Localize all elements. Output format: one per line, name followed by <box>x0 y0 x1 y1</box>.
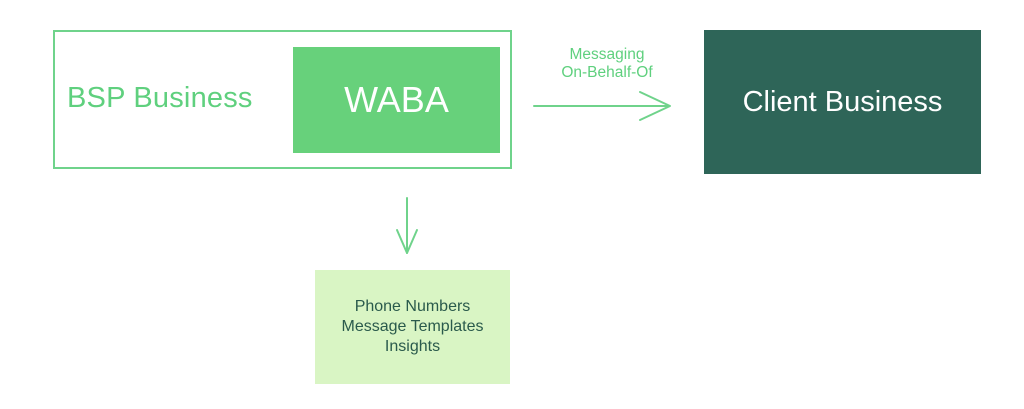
on-behalf-of-arrow <box>533 91 671 121</box>
waba-label: WABA <box>344 79 449 120</box>
bsp-business-label: BSP Business <box>67 82 253 114</box>
waba-assets-node: Phone Numbers Message Templates Insights <box>315 270 510 384</box>
asset-phone-numbers: Phone Numbers <box>354 298 471 315</box>
asset-message-templates: Message Templates <box>341 318 484 335</box>
on-behalf-of-line-1: Messaging <box>569 46 645 63</box>
on-behalf-of-label: Messaging On-Behalf-Of <box>548 46 666 82</box>
waba-assets-arrow <box>396 197 418 254</box>
client-business-label: Client Business <box>742 85 943 118</box>
client-business-node: Client Business <box>704 30 981 174</box>
waba-node: WABA <box>293 47 500 153</box>
bsp-business-container <box>53 30 512 169</box>
on-behalf-of-line-2: On-Behalf-Of <box>561 64 653 81</box>
asset-insights: Insights <box>384 338 441 355</box>
